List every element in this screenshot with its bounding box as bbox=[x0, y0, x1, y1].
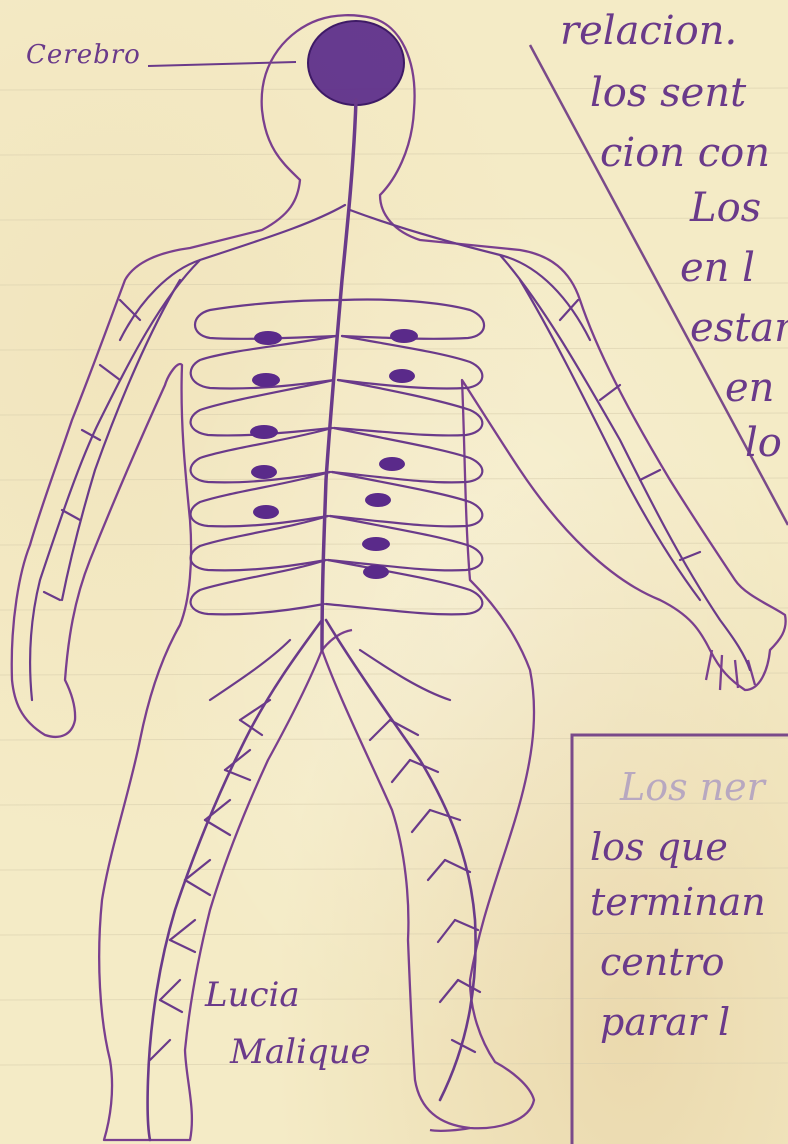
right-text-line-7: en bbox=[725, 365, 774, 411]
box-text-line-1: Los ner bbox=[620, 765, 765, 809]
box-text-line-5: parar l bbox=[600, 1000, 730, 1044]
signature-first-name: Lucia bbox=[205, 975, 300, 1015]
right-text-line-8: lo bbox=[745, 420, 782, 466]
box-text-line-4: centro bbox=[600, 940, 725, 984]
box-text-line-3: terminan bbox=[590, 880, 766, 924]
right-text-line-3: cion con bbox=[600, 130, 770, 176]
right-text-line-4: Los bbox=[690, 185, 761, 231]
right-text-line-1: relacion. bbox=[560, 8, 737, 54]
cerebro-pointer-line bbox=[148, 62, 296, 66]
right-text-line-2: los sent bbox=[590, 70, 746, 116]
signature-last-name: Malique bbox=[230, 1032, 371, 1072]
right-text-line-6: estan bbox=[690, 305, 788, 351]
box-text-line-2: los que bbox=[590, 825, 728, 869]
right-text-line-5: en l bbox=[680, 245, 755, 291]
cerebro-label: Cerebro bbox=[26, 40, 141, 70]
